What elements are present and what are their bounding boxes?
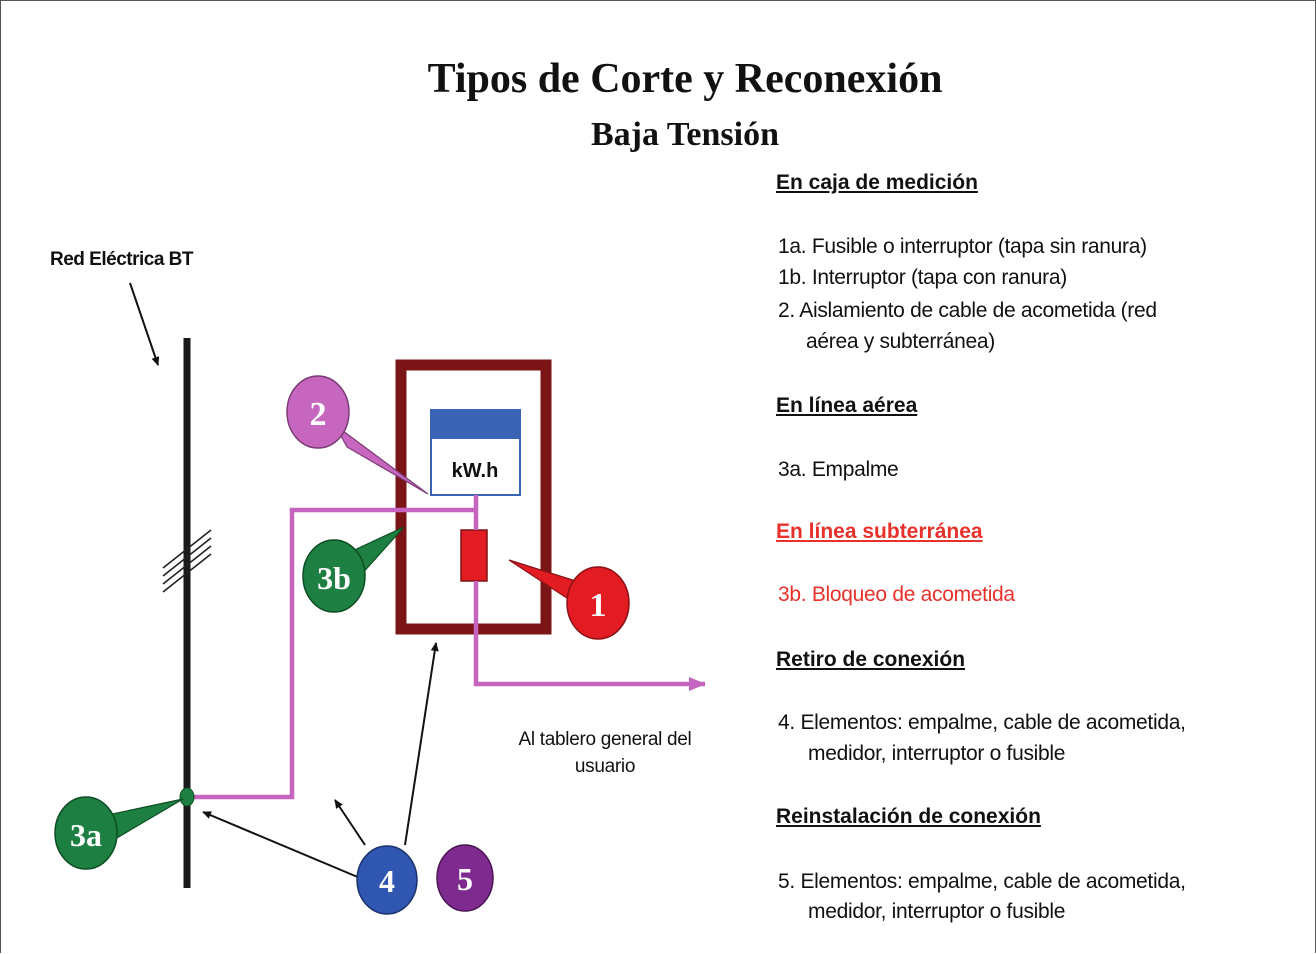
legend-item-2: 2. Aislamiento de cable de acometida (re… [778, 299, 1157, 322]
legend-item-5-cont: medidor, interruptor o fusible [808, 900, 1066, 923]
hatch-marks [162, 529, 212, 593]
legend-item-1b: 1b. Interruptor (tapa con ranura) [778, 266, 1067, 289]
section-heading-aerea: En línea aérea [776, 394, 918, 417]
callout-3b-label: 3b [317, 560, 351, 596]
measurement-box [395, 359, 552, 635]
arrow-4-to-splice [202, 811, 361, 879]
section-heading-retiro: Retiro de conexión [776, 648, 966, 671]
section-heading-caja: En caja de medición [776, 171, 978, 194]
callout-5 [436, 844, 494, 912]
callout-1 [566, 566, 630, 640]
meter-header [431, 410, 520, 439]
meter-label: kW.h [452, 460, 499, 482]
callout-1-label: 1 [590, 587, 607, 624]
output-wire [473, 581, 706, 691]
section-heading-subterranea: En línea subterránea [776, 520, 983, 543]
page-subtitle: Baja Tensión [590, 116, 780, 153]
output-label: Al tablero general del usuario [518, 729, 692, 777]
callout-2-label: 2 [310, 396, 327, 433]
callout-2 [286, 375, 350, 449]
callout-4 [356, 845, 418, 915]
legend-item-5: 5. Elementos: empalme, cable de acometid… [778, 870, 1186, 893]
legend-item-4-cont: medidor, interruptor o fusible [808, 742, 1066, 765]
page-title: Tipos de Corte y Reconexión [427, 56, 943, 102]
callout-4-label: 4 [379, 863, 395, 899]
arrow-4-to-wire [334, 799, 366, 846]
network-label-arrow [129, 282, 160, 366]
legend-item-3b: 3b. Bloqueo de acometida [778, 583, 1015, 606]
legend-item-2-cont: aérea y subterránea) [806, 330, 995, 353]
legend-item-1a: 1a. Fusible o interruptor (tapa sin ranu… [778, 235, 1147, 258]
callout-5-label: 5 [457, 861, 473, 897]
section-heading-reinstalacion: Reinstalación de conexión [776, 805, 1041, 828]
legend-item-3a: 3a. Empalme [778, 458, 899, 481]
network-label: Red Eléctrica BT [50, 249, 194, 270]
callout-3a-label: 3a [70, 817, 102, 853]
fuse [460, 529, 488, 582]
callout-3a [54, 796, 118, 870]
callout-3b [302, 539, 366, 613]
callout-2-tail [334, 424, 429, 495]
arrow-4-to-box [404, 642, 439, 846]
legend-item-4: 4. Elementos: empalme, cable de acometid… [778, 711, 1186, 734]
service-wire [187, 495, 479, 800]
splice [179, 787, 195, 807]
